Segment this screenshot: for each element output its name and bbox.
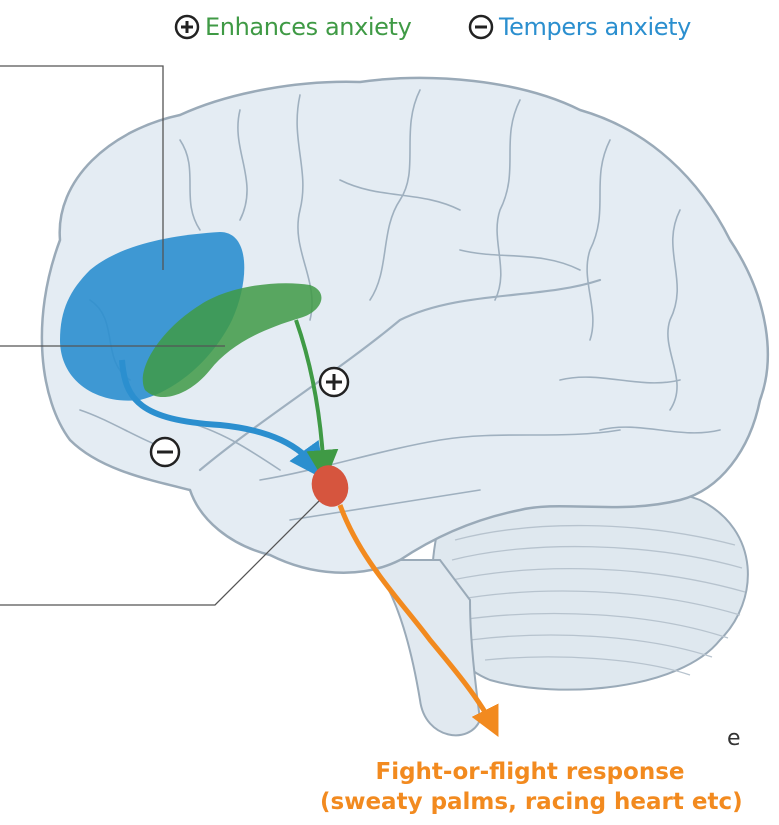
minus-symbol <box>151 438 179 466</box>
minus-circle-icon <box>468 14 494 40</box>
plus-symbol <box>320 368 348 396</box>
legend-tempers-label: Tempers anxiety <box>499 13 691 41</box>
legend-enhances: Enhances anxiety <box>174 10 411 44</box>
legend-enhances-label: Enhances anxiety <box>205 13 411 41</box>
legend-tempers: Tempers anxiety <box>468 10 691 44</box>
response-caption-line2: (sweaty palms, racing heart etc) <box>320 787 740 817</box>
cut-off-text: e <box>727 726 779 756</box>
plus-circle-icon <box>174 14 200 40</box>
response-caption-line1: Fight-or-flight response <box>320 757 740 787</box>
